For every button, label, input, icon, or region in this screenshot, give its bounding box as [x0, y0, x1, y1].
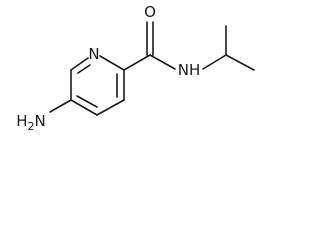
bond-nh-ch [202, 54, 227, 70]
bond-ch-methyl-right [225, 54, 255, 71]
bond-c5-amino [49, 99, 72, 113]
atom-carbonyl-oxygen: O [144, 3, 156, 21]
bond-carbonyl-nh [149, 54, 176, 70]
atom-amino-group: H2N [16, 112, 46, 133]
bond-ring-c6-n1 [70, 57, 89, 71]
atom-amide-nh: NH [178, 61, 201, 79]
bond-c2-carbonyl [123, 54, 151, 71]
bond-ring-n1-c2 [99, 55, 125, 71]
bond-ring-c3-c4 [96, 99, 125, 116]
atom-ring-nitrogen: N [88, 45, 99, 63]
chemical-structure: N O NH H2N [16, 3, 255, 133]
bond-ring-double-c4-c5 [76, 95, 98, 108]
bond-ring-double-c6-n1 [77, 64, 91, 74]
bond-ring-c4-c5 [70, 99, 98, 116]
